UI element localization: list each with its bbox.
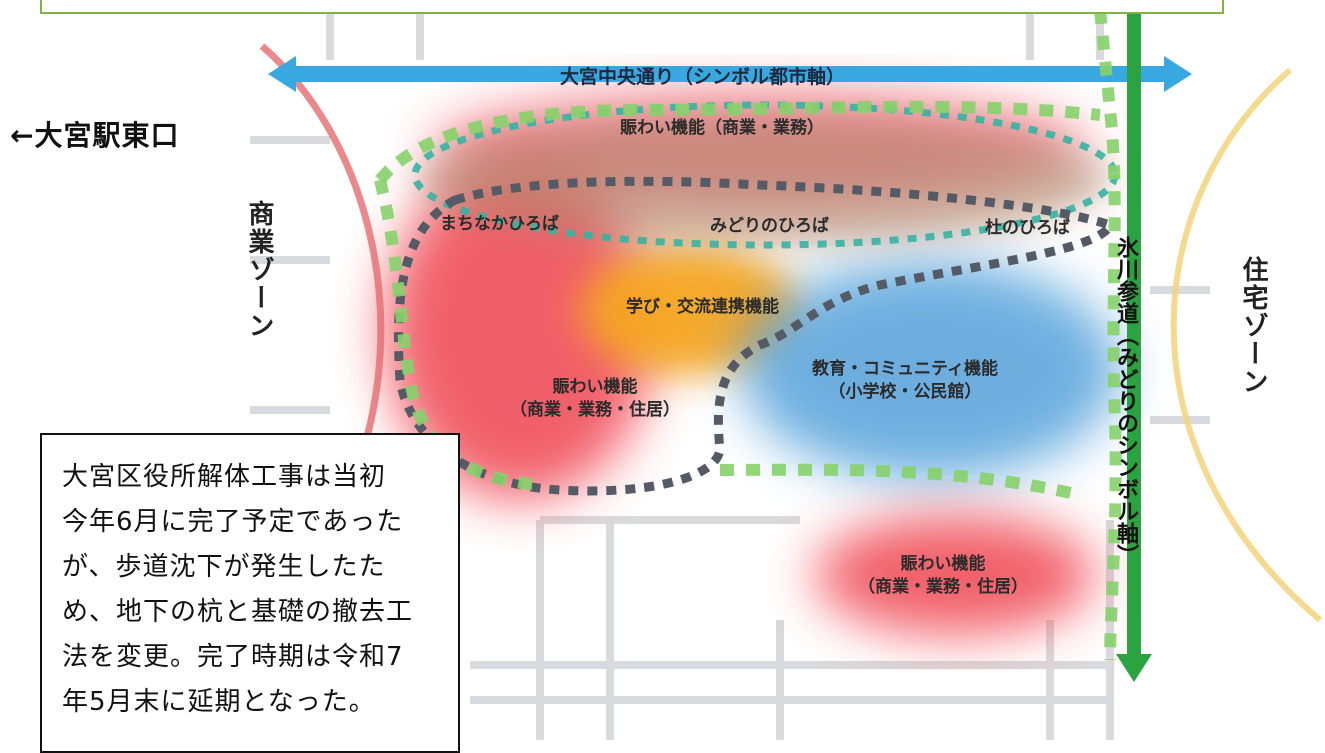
note-line: 今年6月に完了予定であった [62, 507, 404, 537]
avenue-label: 大宮中央通り（シンボル都市軸） [560, 66, 846, 88]
education-function-line2: （小学校・公民館） [828, 381, 982, 402]
street-grid [250, 0, 1210, 740]
dashed-green-path-left [374, 178, 541, 491]
education-function-line1: 教育・コミュニティ機能 [812, 359, 998, 379]
bottom-function-line2: （商業・業務・住居） [858, 576, 1028, 597]
plaza-mori-label: 杜のひろば [985, 218, 1070, 238]
hikawa-green-axis [1116, 0, 1152, 682]
construction-note-box: 大宮区役所解体工事は当初 今年6月に完了予定であった が、歩道沈下が発生したた … [40, 433, 460, 753]
left-function-label: 賑わい機能 （商業・業務・住居） [510, 376, 680, 422]
station-east-exit-label: ←大宮駅東口 [10, 119, 180, 152]
learning-function-label: 学び・交流連携機能 [626, 297, 779, 317]
note-line: 大宮区役所解体工事は当初 [62, 462, 387, 492]
upper-function-label: 賑わい機能（商業・業務） [620, 118, 824, 138]
bottom-function-line1: 賑わい機能 [900, 554, 986, 574]
left-function-line2: （商業・業務・住居） [510, 399, 680, 420]
commercial-zone-arc [259, 43, 385, 502]
commercial-zone-label: 商業ゾーン [244, 200, 274, 340]
note-line: が、歩道沈下が発生したた [62, 552, 386, 582]
dashed-grey-boundary [394, 176, 1116, 496]
top-frame [40, 0, 1224, 14]
education-function-label: 教育・コミュニティ機能 （小学校・公民館） [812, 358, 998, 404]
avenue-arrow [268, 56, 1192, 92]
plaza-machinaka-label: まちなかひろば [440, 214, 559, 234]
left-function-line1: 賑わい機能 [552, 377, 638, 397]
plaza-midori-label: みどりのひろば [710, 216, 829, 236]
note-line: め、地下の杭と基礎の撤去工 [62, 597, 414, 627]
residential-zone-arc [1170, 67, 1322, 623]
residential-zone-label: 住宅ゾーン [1238, 256, 1268, 396]
note-line: 年5月末に延期となった。 [62, 687, 376, 717]
bottom-function-label: 賑わい機能 （商業・業務・住居） [858, 553, 1028, 599]
upper-function-band [420, 115, 1110, 245]
note-line: 法を変更。完了時期は令和7 [62, 642, 404, 672]
hikawa-axis-label: 氷川参道（みどりのシンボル軸） [1113, 236, 1138, 566]
dashed-green-path [375, 9, 1122, 661]
